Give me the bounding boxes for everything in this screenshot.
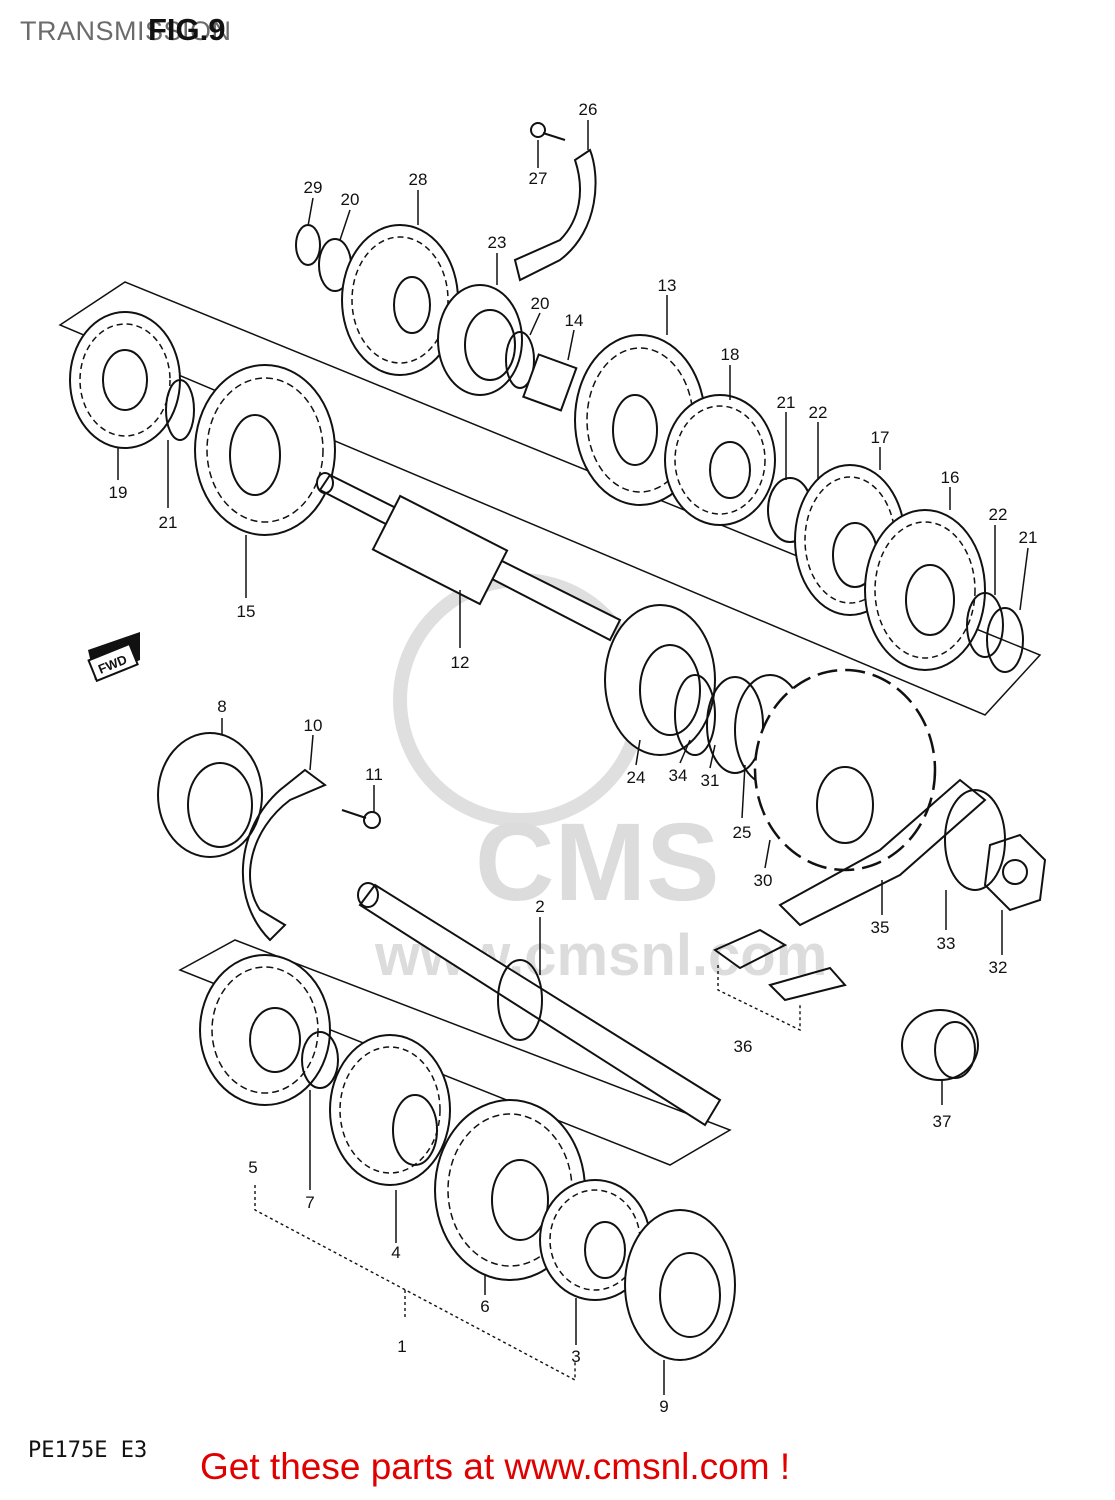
circlip-21c [986, 607, 1024, 673]
callout-34: 34 [669, 766, 688, 785]
gear-18 [664, 394, 776, 526]
callout-37: 37 [933, 1112, 952, 1131]
callout-21c: 21 [1019, 528, 1038, 547]
callout-27: 27 [529, 169, 548, 188]
callout-32: 32 [989, 958, 1008, 977]
spacer-37 [901, 1009, 979, 1081]
bearing-9 [624, 1209, 736, 1361]
callout-21a: 21 [159, 513, 178, 532]
circlip-21 [165, 379, 195, 441]
gear-28 [341, 224, 459, 376]
gear-5 [199, 954, 331, 1106]
callout-36: 36 [734, 1037, 753, 1056]
callout-20a: 20 [341, 190, 360, 209]
callouts: 1 2 3 4 5 6 7 8 9 10 11 12 13 14 15 16 1… [109, 100, 1038, 1416]
callout-12: 12 [451, 653, 470, 672]
callout-26: 26 [579, 100, 598, 119]
needle-bearing-14 [522, 353, 578, 412]
group-bracket-36 [717, 965, 801, 1032]
gear-19 [69, 311, 181, 449]
model-code: PE175E E3 [28, 1438, 148, 1463]
callout-30: 30 [754, 871, 773, 890]
callout-28: 28 [409, 170, 428, 189]
callout-35: 35 [871, 918, 890, 937]
callout-22b: 22 [989, 505, 1008, 524]
callout-11: 11 [365, 765, 383, 784]
figure-label: FIG.9 [148, 12, 226, 47]
callout-7: 7 [305, 1193, 314, 1212]
cta-link[interactable]: Get these parts at www.cmsnl.com ! [200, 1446, 791, 1487]
callout-15: 15 [237, 602, 256, 621]
leader-lines [117, 120, 1029, 1395]
gear-15 [194, 364, 336, 536]
callout-18: 18 [721, 345, 740, 364]
washer-31 [706, 676, 764, 774]
screw-27 [530, 122, 566, 141]
callout-16: 16 [941, 468, 960, 487]
callout-2: 2 [535, 897, 544, 916]
callout-8: 8 [217, 697, 226, 716]
callout-19: 19 [109, 483, 128, 502]
washer-33 [944, 789, 1006, 891]
group-bracket-1 [254, 1185, 576, 1382]
callout-4: 4 [391, 1243, 400, 1262]
washer-22b [966, 592, 1004, 658]
stopper-26 [513, 148, 597, 282]
fwd-marker: FWD [87, 642, 139, 683]
chain-joint-36 [713, 928, 847, 1002]
screw-11 [341, 809, 381, 829]
callout-22a: 22 [809, 403, 828, 422]
callout-33: 33 [937, 934, 956, 953]
callout-24: 24 [627, 768, 646, 787]
callout-29: 29 [304, 178, 323, 197]
callout-9: 9 [659, 1397, 668, 1416]
callout-14: 14 [565, 311, 584, 330]
bearing-23 [437, 284, 523, 396]
circlip-7 [301, 1031, 339, 1089]
callout-1: 1 [397, 1337, 406, 1356]
callout-25: 25 [733, 823, 752, 842]
callout-20b: 20 [531, 294, 550, 313]
gear-4 [329, 1034, 451, 1186]
callout-6: 6 [480, 1297, 489, 1316]
callout-3: 3 [571, 1347, 580, 1366]
callout-13: 13 [658, 276, 677, 295]
callout-31: 31 [701, 771, 720, 790]
callout-10: 10 [304, 716, 323, 735]
nut-32 [983, 833, 1047, 912]
callout-5: 5 [248, 1158, 257, 1177]
section-title: TRANSMISSION [20, 16, 232, 46]
callout-23: 23 [488, 233, 507, 252]
washer-20b [505, 331, 535, 389]
driveshaft-2 [357, 882, 722, 1127]
circlip-29 [295, 224, 321, 266]
callout-17: 17 [871, 428, 890, 447]
bearing-8 [157, 732, 263, 858]
bearing-24 [604, 604, 716, 756]
stopper-10 [241, 768, 327, 942]
watermark-brand: CMS [475, 801, 719, 924]
shaft-12 [316, 472, 622, 642]
countershaft-assembly-outline [58, 281, 1042, 716]
chain-35 [778, 778, 987, 927]
gear-16 [864, 509, 986, 671]
sprocket-30 [753, 668, 937, 872]
spacer-34 [674, 674, 716, 756]
callout-21b: 21 [777, 393, 796, 412]
